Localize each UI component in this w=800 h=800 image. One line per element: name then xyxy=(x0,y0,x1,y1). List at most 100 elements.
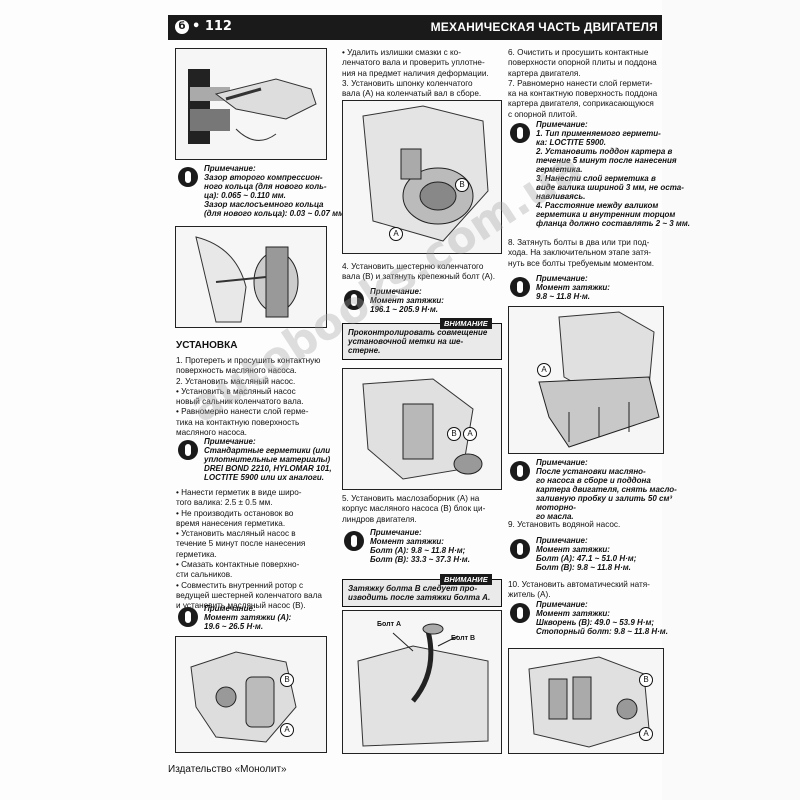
col2-text-1: • Удалить излишки смазки с ко- ленчатого… xyxy=(342,48,502,99)
text-line: масляного насоса. xyxy=(176,428,247,438)
warning-line: стерне. xyxy=(348,346,381,355)
note-ring-gap: Примечание: Зазор второго компрессион- н… xyxy=(176,164,364,218)
note-line: Момент затяжки: xyxy=(370,537,444,546)
note-label: Примечание: xyxy=(204,604,256,613)
publisher-footer: Издательство «Монолит» xyxy=(168,764,287,775)
figure-oil-pan: A xyxy=(508,306,664,454)
callout-a: A xyxy=(280,723,294,737)
note-line: После установки масляно- xyxy=(536,467,646,476)
note-label: Примечание: xyxy=(536,458,588,467)
text-line: • Нанести герметик в виде широ- xyxy=(176,488,302,497)
note-line: виде валика шириной 3 мм, не оста- xyxy=(536,183,684,192)
text-line: время нанесения герметика. xyxy=(176,518,286,528)
text-line: герметика. xyxy=(176,549,217,559)
book-icon: б xyxy=(175,20,189,34)
note-line: 9.8 ~ 11.8 Н·м. xyxy=(536,292,591,301)
text-line: житель (A). xyxy=(508,590,551,600)
strainer-bolts-illustration xyxy=(357,623,489,747)
figure-oil-strainer: B A xyxy=(342,368,502,490)
text-line: • Смазать контактные поверхно- xyxy=(176,560,300,570)
col3-text-3: 9. Установить водяной насос. xyxy=(508,520,666,530)
note-line: ца): 0.065 ~ 0.110 мм. xyxy=(204,191,286,200)
text-line: 1. Протереть и просушить контактную xyxy=(176,356,321,365)
oil-strainer-illustration xyxy=(362,378,483,480)
text-line: 2. Установить масляный насос. xyxy=(176,376,296,386)
text-line: течение 5 минут после нанесения xyxy=(176,539,306,549)
install-steps-2: • Нанести герметик в виде широ- того вал… xyxy=(176,488,336,612)
note-icon xyxy=(178,440,198,460)
text-line: • Установить масляный насос в xyxy=(176,529,296,539)
warning-bolt-order: Затяжку болта B следует про- изводить по… xyxy=(342,579,502,607)
note-line: герметика. xyxy=(536,165,583,174)
note-label: Примечание: xyxy=(536,120,588,129)
text-line: корпус масляного насоса (B) блок ци- xyxy=(342,504,486,514)
figure-oil-strainer-bolts: Болт A Болт B xyxy=(342,610,502,754)
callout-b: B xyxy=(447,427,461,441)
note-line: ка: LOCTITE 5900. xyxy=(536,138,606,147)
note-line: Болт (B): 33.3 ~ 37.3 Н·м. xyxy=(370,555,470,564)
oil-pump-illustration xyxy=(190,651,297,743)
note-line: 4. Расстояние между валиком xyxy=(536,201,659,210)
note-line: заливную пробку и залить 50 см³ моторно- xyxy=(536,494,673,512)
callout-b: B xyxy=(455,178,469,192)
col2-text-2: 4. Установить шестерню коленчатого вала … xyxy=(342,262,502,283)
note-line: фланца должно составлять 2 ~ 3 мм. xyxy=(536,219,690,228)
oil-pan-illustration xyxy=(538,311,660,448)
figure-oil-pump: B A xyxy=(175,636,327,753)
note-line: го масла. xyxy=(536,512,574,521)
text-line: поверхности опорной плиты и поддона xyxy=(508,58,657,68)
note-line: течение 5 минут после нанесения xyxy=(536,156,677,165)
note-line: 196.1 ~ 205.9 Н·м. xyxy=(370,305,438,314)
note-icon xyxy=(510,603,530,623)
page-number-text: 112 xyxy=(204,19,232,34)
text-line: новый сальник коленчатого вала. xyxy=(176,397,304,407)
warning-line: установочной метки на ше- xyxy=(348,337,464,346)
warning-tag: ВНИМАНИЕ xyxy=(440,574,492,585)
callout-a: A xyxy=(537,363,551,377)
callout-a: A xyxy=(639,727,653,741)
text-line: 6. Очистить и просушить контактные xyxy=(508,48,649,57)
piston-ring-illustration xyxy=(188,69,317,144)
figure-tensioner: B A xyxy=(508,648,664,754)
text-line: ленчатого вала и проверить уплотне- xyxy=(342,58,485,68)
note-icon xyxy=(178,607,198,627)
note-label: Примечание: xyxy=(536,536,588,545)
col3-text-2: 8. Затянуть болты в два или три под- ход… xyxy=(508,238,666,269)
note-label: Примечание: xyxy=(536,600,588,609)
text-line: ведущей шестерней коленчатого вала xyxy=(176,590,322,600)
text-line: 3. Установить шпонку коленчатого xyxy=(342,78,473,88)
text-line: сти сальников. xyxy=(176,570,233,580)
note-line: го насоса в сборе и поддона xyxy=(536,476,651,485)
text-line: нуть все болты требуемым моментом. xyxy=(508,258,655,268)
tensioner-illustration xyxy=(528,656,650,748)
note-line: картера двигателя, снять масло- xyxy=(536,485,677,494)
note-oilpan-torque: Примечание: Момент затяжки: 9.8 ~ 11.8 Н… xyxy=(508,274,694,301)
note-line: Стандартные герметики (или xyxy=(204,446,331,455)
figure-oil-ring-gap xyxy=(175,226,327,328)
note-line: Зазор маслосъемного кольца xyxy=(204,200,324,209)
note-water-pump-torque: Примечание: Момент затяжки: Болт (A): 47… xyxy=(508,536,694,572)
figure-crankshaft-gear: B A xyxy=(342,100,502,254)
note-label: Примечание: xyxy=(370,528,422,537)
oil-ring-illustration xyxy=(195,236,299,323)
text-line: ния на предмет наличия деформации. xyxy=(342,68,489,78)
bolt-b-label: Болт B xyxy=(451,635,476,642)
note-line: Шкворень (B): 49.0 ~ 53.9 Н·м; xyxy=(536,618,655,627)
text-line: вала (A) на коленчатый вал в сборе. xyxy=(342,89,482,99)
note-line: 1. Тип применяемого гермети- xyxy=(536,129,661,138)
note-line: ного кольца (для нового коль- xyxy=(204,182,327,191)
text-line: • Не производить остановок во xyxy=(176,508,294,518)
text-line: 4. Установить шестерню коленчатого xyxy=(342,262,484,271)
note-label: Примечание: xyxy=(204,164,256,173)
note-line: 19.6 ~ 26.5 Н·м. xyxy=(204,622,264,631)
note-icon xyxy=(510,277,530,297)
note-line: (для нового кольца): 0.03 ~ 0.07 мм. xyxy=(204,209,347,218)
install-steps: 1. Протереть и просушить контактную пове… xyxy=(176,356,336,438)
note-line: Болт (A): 9.8 ~ 11.8 Н·м; xyxy=(370,546,466,555)
note-label: Примечание: xyxy=(204,437,256,446)
figure-piston-ring-gap xyxy=(175,48,327,160)
col3-text-1: 6. Очистить и просушить контактные повер… xyxy=(508,48,666,120)
col2-text-3: 5. Установить маслозаборник (A) на корпу… xyxy=(342,494,502,525)
note-sealants: Примечание: Стандартные герметики (или у… xyxy=(176,437,364,482)
text-line: 8. Затянуть болты в два или три под- xyxy=(508,238,650,247)
